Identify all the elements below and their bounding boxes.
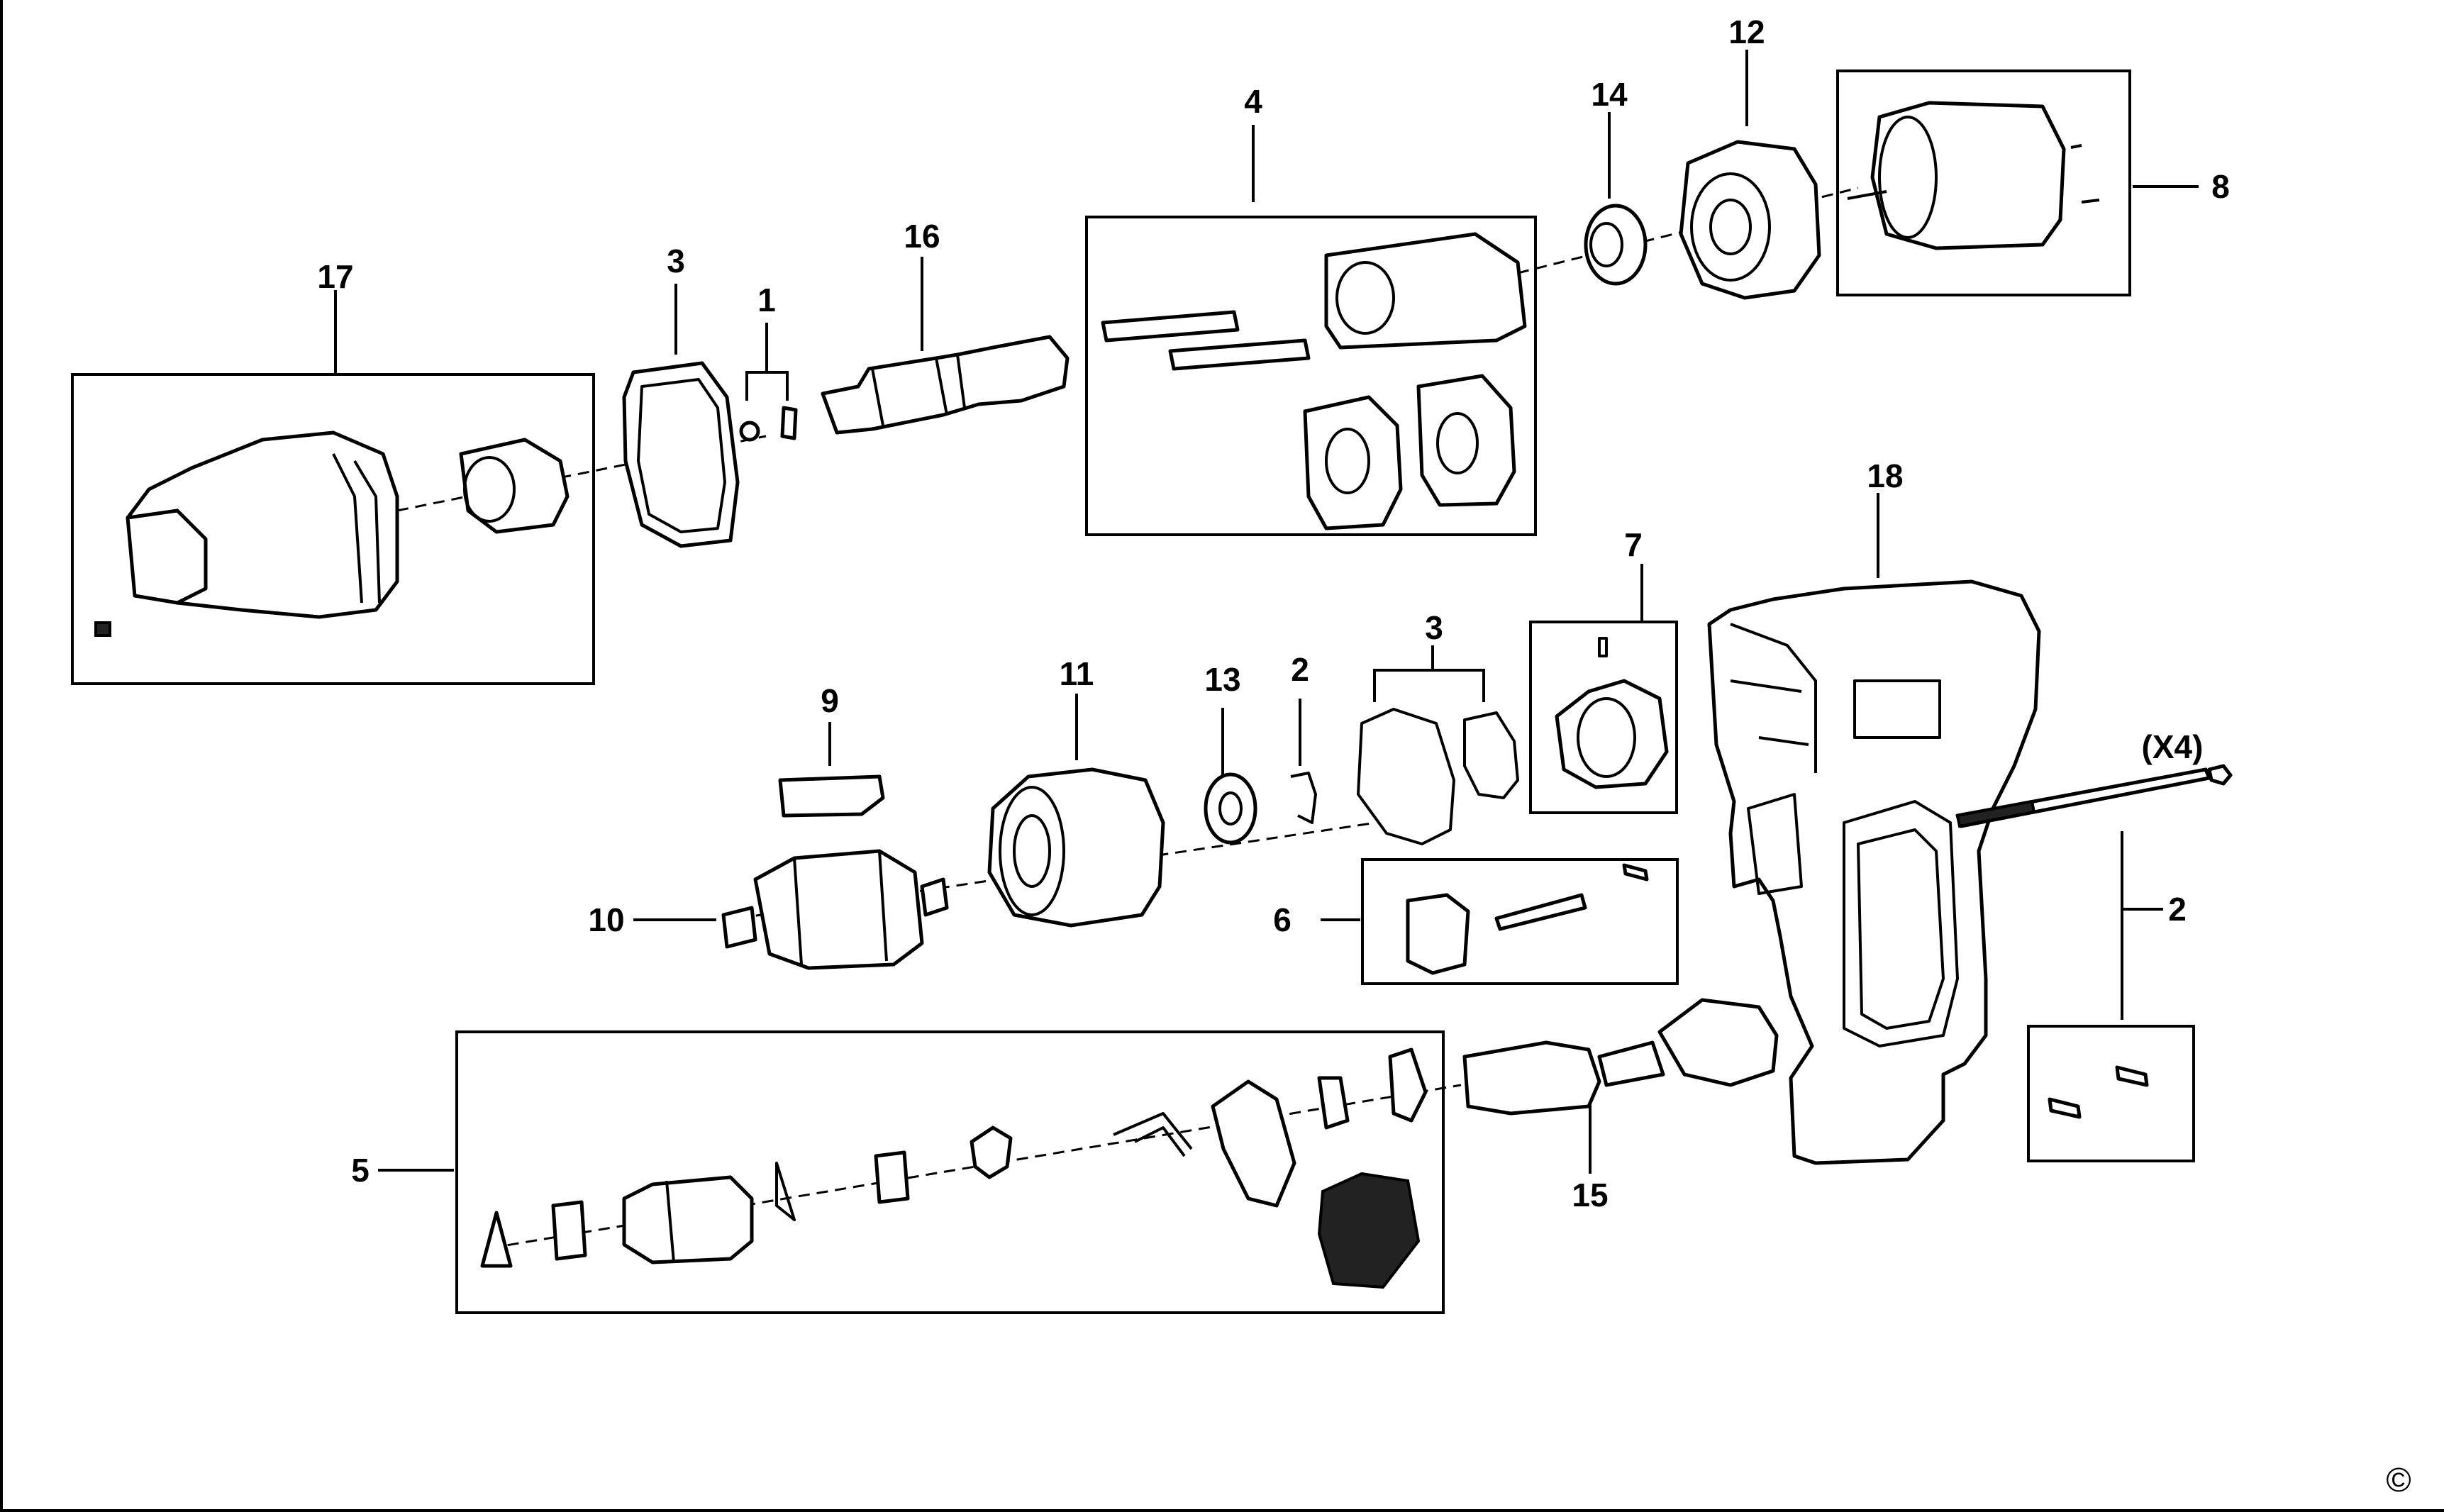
leader-1 — [745, 323, 789, 401]
part-4-hammer-cage — [1101, 232, 1527, 530]
part-6-trigger — [1406, 863, 1649, 975]
leader-3b — [1373, 645, 1485, 702]
label-x4: (X4) — [2141, 728, 2204, 765]
label-10: 10 — [588, 901, 625, 938]
label-9: 9 — [821, 682, 839, 719]
part-2-bolt — [1955, 764, 2233, 828]
box-part-17 — [71, 373, 595, 685]
part-14-bearing — [1584, 204, 1648, 286]
part-15-gearbox — [1462, 998, 1779, 1116]
label-15: 15 — [1572, 1177, 1609, 1213]
part-17-hammer-case — [94, 430, 570, 637]
label-6: 6 — [1273, 901, 1292, 938]
part-3-o-rings — [1357, 708, 1519, 845]
part-12-front-plate — [1679, 140, 1821, 300]
label-11: 11 — [1059, 655, 1094, 692]
label-16: 16 — [904, 218, 940, 255]
part-7-switch — [1555, 637, 1669, 789]
part-11-field-stator — [987, 767, 1165, 928]
label-2-right: 2 — [2168, 891, 2187, 928]
label-7: 7 — [1624, 526, 1643, 563]
label-14: 14 — [1591, 76, 1628, 113]
part-9-brush — [778, 774, 885, 818]
part-10-armature — [721, 849, 949, 970]
part-18-motor-housing — [1707, 579, 2041, 1165]
copyright-symbol: © — [2386, 1462, 2411, 1499]
part-3-gasket — [622, 361, 740, 548]
box-part-5 — [455, 1030, 1445, 1314]
part-16-anvil — [821, 335, 1070, 435]
label-12: 12 — [1728, 13, 1765, 50]
part-1-ball-and-spring — [739, 406, 798, 442]
axis-lower — [489, 1084, 1462, 1250]
box-part-2-detail — [2027, 1025, 2195, 1162]
label-17: 17 — [317, 258, 354, 295]
part-2-clip — [1290, 772, 1317, 824]
part-13-bearing — [1204, 772, 1257, 845]
label-3-mid: 3 — [1425, 609, 1443, 646]
box-part-6 — [1361, 858, 1679, 985]
label-4: 4 — [1244, 83, 1262, 120]
part-5-kit — [480, 1047, 1428, 1289]
label-1: 1 — [757, 282, 776, 318]
box-part-7 — [1529, 621, 1678, 814]
label-8: 8 — [2211, 168, 2230, 205]
box-part-4 — [1085, 216, 1537, 536]
label-13: 13 — [1204, 661, 1241, 698]
label-3-top: 3 — [667, 243, 685, 279]
part-2-pins — [2048, 1065, 2149, 1119]
part-8-front-cover — [1847, 101, 2100, 250]
label-5: 5 — [351, 1152, 370, 1189]
label-2-mid: 2 — [1291, 651, 1309, 688]
leader-2b — [2121, 831, 2163, 1020]
box-part-8 — [1836, 70, 2131, 296]
label-18: 18 — [1867, 457, 1904, 494]
